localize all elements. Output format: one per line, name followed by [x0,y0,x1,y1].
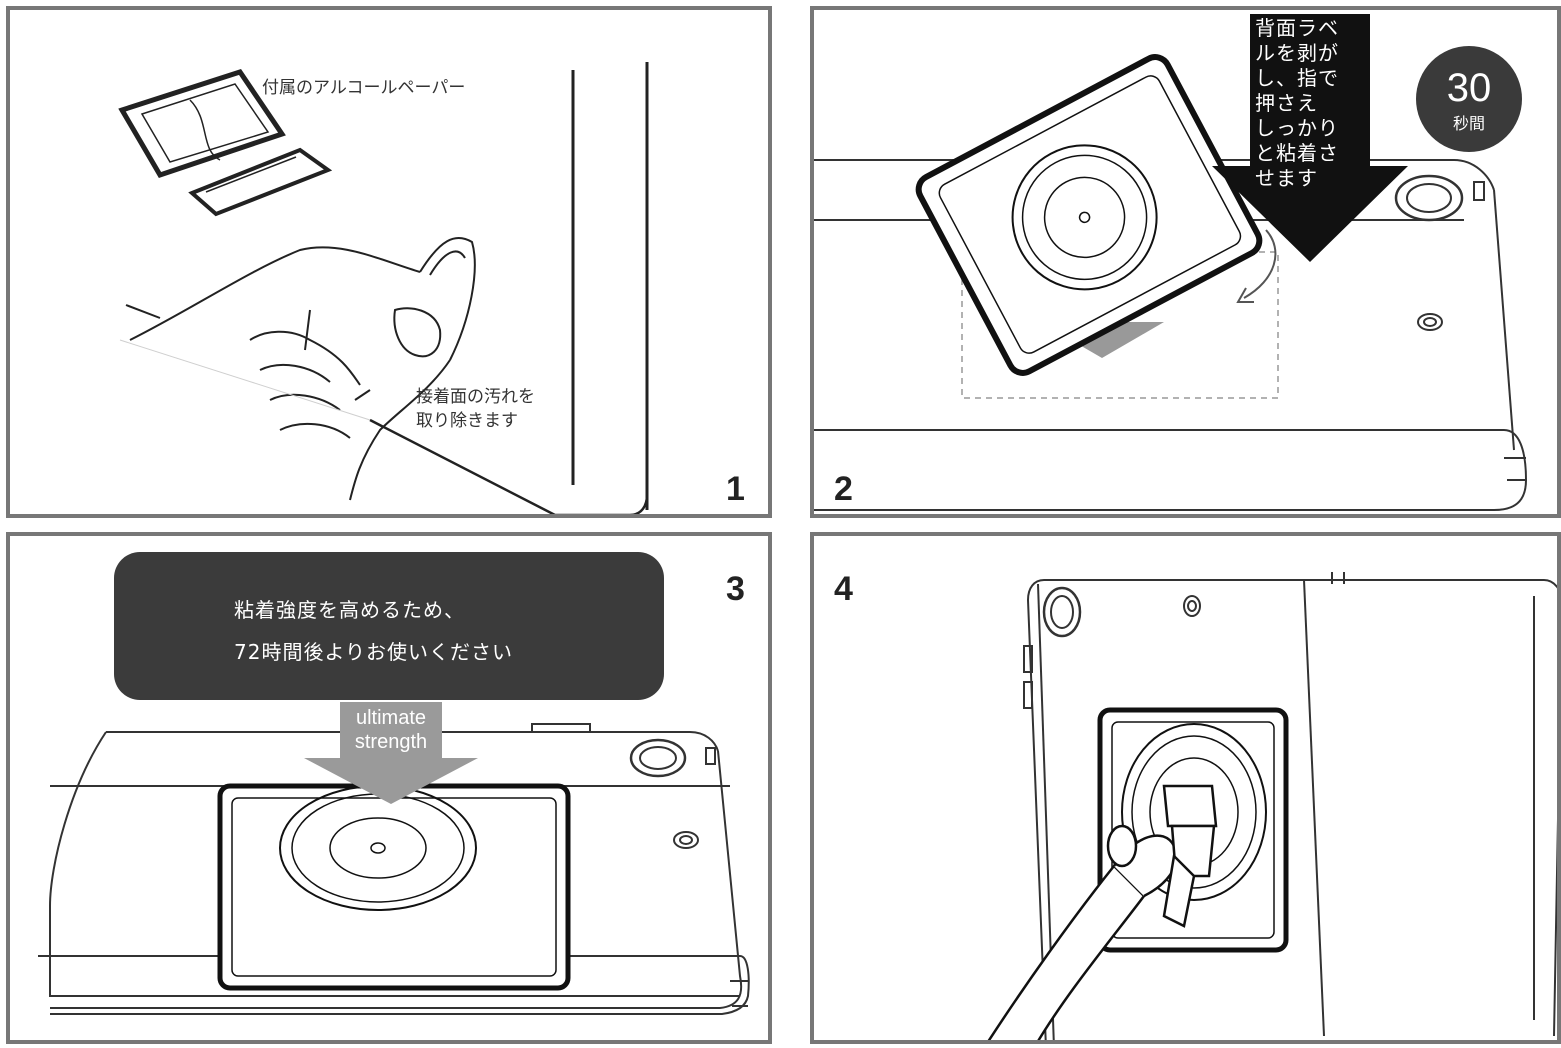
hand-wiping-icon [125,237,476,501]
peel-line: し、指で [1255,66,1339,90]
strength-label-line1: ultimate [355,707,427,729]
peel-line: ルを剥が [1255,41,1339,65]
peel-line: しっかり [1255,116,1339,140]
clean-surface-label-line2: 取り除きます [416,411,518,431]
device-edge-lines [119,62,649,514]
peel-line: 押さえ [1255,91,1318,115]
peel-line: と粘着さ [1255,141,1339,165]
panel-step-2: 背面ラベ ルを剥が し、指で 押さえ しっかり と粘着さ せます 30 秒間 2 [810,6,1561,518]
banner-line-2: 72時間後よりお使いください [234,640,514,664]
peel-instruction-text: 背面ラベ ルを剥が し、指で 押さえ しっかり と粘着さ せます [1255,16,1339,191]
tablet-back-outline [1023,572,1557,1040]
step-2-illustration [814,14,1528,511]
timer-unit: 秒間 [1452,114,1485,133]
peel-instruction-arrow [1212,14,1408,262]
panel-step-3: 粘着強度を高めるため、 72時間後よりお使いください ultimate stre… [6,532,772,1044]
step-number: 1 [726,470,745,508]
arm-connector-icon [987,784,1218,1040]
step-3-illustration [38,702,750,1015]
step-number: 2 [834,470,853,508]
peel-line: 背面ラベ [1255,16,1339,40]
tablet-back-outline [814,159,1528,511]
alcohol-paper-label: 付属のアルコールペーパー [262,78,466,98]
peel-arrow-icon [1243,229,1277,299]
panel-step-1: 付属のアルコールペーパー 接着面の汚れを 取り除きます 1 [6,6,772,518]
cure-time-banner: 粘着強度を高めるため、 72時間後よりお使いください [114,552,664,700]
step-4-illustration [987,572,1557,1040]
mount-plate-icon [217,783,571,991]
strength-label-line2: strength [354,731,428,753]
tablet-back-outline [38,723,750,1015]
strength-arrow [304,702,478,804]
alcohol-paper-icon [118,69,333,217]
panel-step-4: 4 [810,532,1561,1044]
strength-label: ultimate strength [340,706,442,754]
timer-badge: 30 秒間 [1416,46,1522,152]
timer-value: 30 [1446,66,1492,110]
mount-plate-icon [915,54,1263,376]
peel-line: せます [1255,166,1318,190]
clean-surface-label-line1: 接着面の汚れを [416,387,535,407]
step-number: 3 [726,570,745,608]
step-1-illustration [118,62,649,514]
step-number: 4 [834,570,853,608]
banner-line-1: 粘着強度を高めるため、 [234,598,465,622]
